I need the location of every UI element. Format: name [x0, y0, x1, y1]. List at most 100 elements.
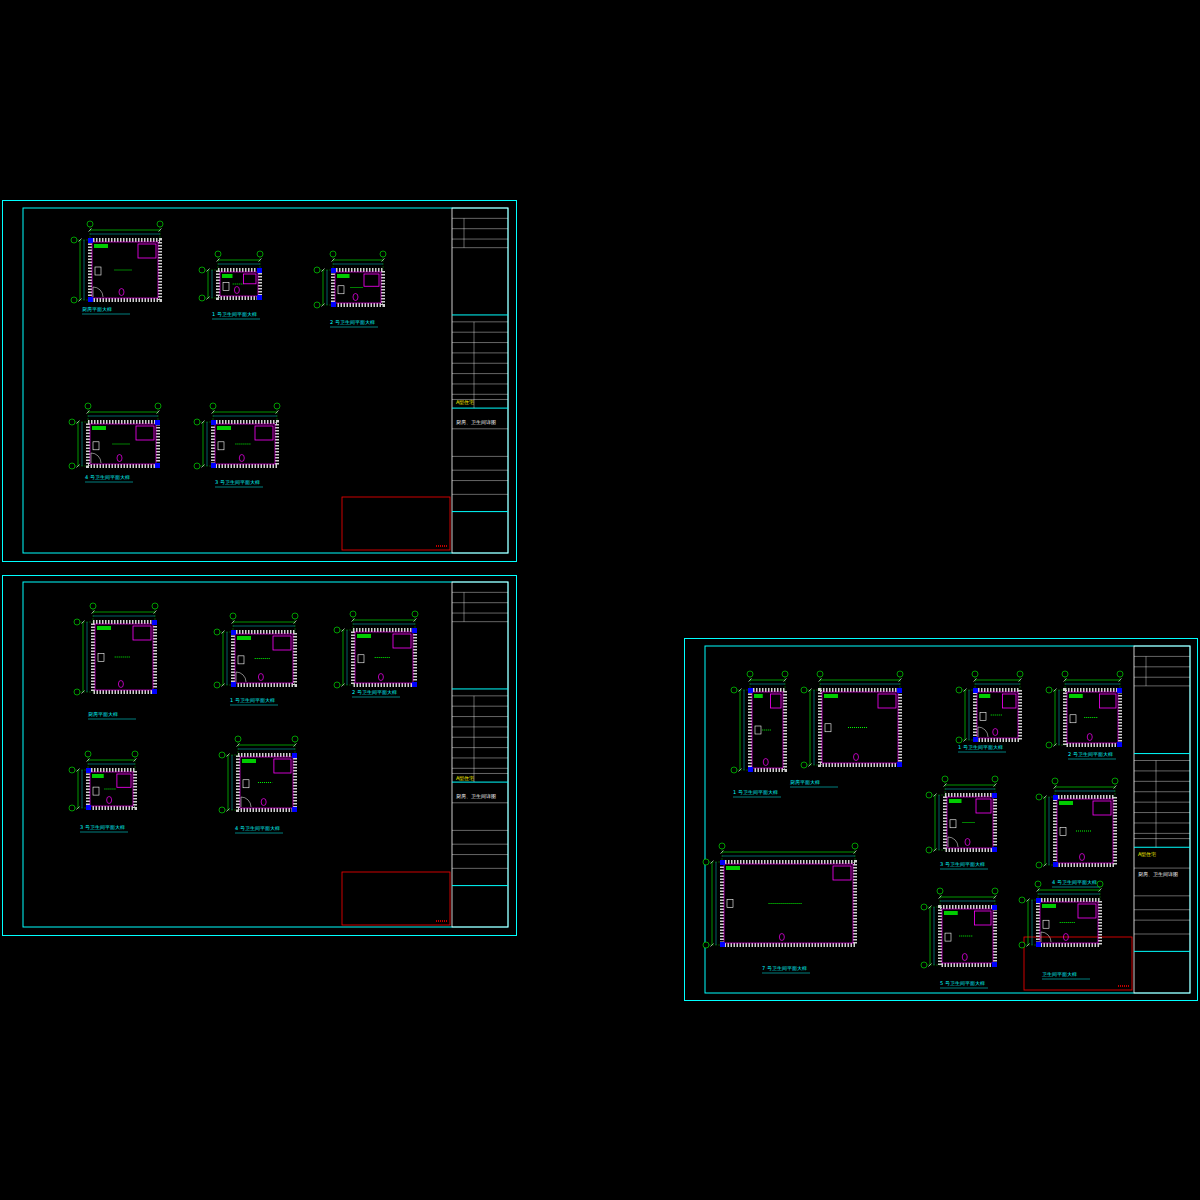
- wall: [1055, 797, 1115, 865]
- title-rule: [452, 747, 508, 748]
- basin: [727, 899, 733, 907]
- caption-underline: [88, 719, 136, 720]
- title-rule: [1134, 685, 1190, 686]
- basin: [95, 267, 101, 275]
- wall: [750, 690, 785, 770]
- axis-bubble: [219, 807, 225, 813]
- axis-bubble: [85, 751, 91, 757]
- plan-caption: 4 号卫生间平面大样: [85, 475, 130, 481]
- floor-plan: [71, 221, 163, 314]
- dimension-line: [820, 680, 900, 681]
- axis-bubble: [350, 611, 356, 617]
- counter: [726, 866, 740, 870]
- column: [748, 767, 753, 772]
- door-swing: [1041, 932, 1051, 942]
- title-rule: [1134, 847, 1190, 848]
- wall: [88, 422, 158, 466]
- slope-mark: [959, 935, 973, 936]
- bathtub: [393, 634, 411, 648]
- axis-bubble: [74, 689, 80, 695]
- dimension-line: [78, 422, 79, 466]
- bathtub: [1100, 694, 1117, 708]
- title-block-text: A型住宅: [456, 776, 474, 782]
- floor-plan: [314, 251, 386, 327]
- title-rule: [452, 321, 508, 322]
- title-rule: [452, 394, 508, 395]
- dimension-line: [1065, 680, 1120, 681]
- bathtub: [975, 911, 992, 925]
- axis-bubble: [412, 611, 418, 617]
- title-rule: [1134, 791, 1190, 792]
- toilet: [239, 455, 244, 462]
- floor-plan: [69, 751, 138, 832]
- floor-plan: [1036, 778, 1118, 887]
- axis-bubble: [852, 843, 858, 849]
- counter: [944, 911, 958, 915]
- dimension-line: [347, 630, 348, 685]
- bathtub: [274, 759, 291, 773]
- title-rule: [452, 352, 508, 353]
- title-rule: [452, 621, 508, 622]
- column: [211, 463, 216, 468]
- drawing-sheet: A型住宅厨房、卫生间详图: [2, 200, 517, 562]
- basin: [243, 780, 249, 788]
- axis-bubble: [703, 942, 709, 948]
- axis-bubble: [719, 843, 725, 849]
- title-rule: [474, 322, 475, 408]
- wall-line: [355, 632, 413, 683]
- axis-bubble: [897, 671, 903, 677]
- column: [86, 805, 91, 810]
- dimension-line: [820, 684, 900, 685]
- dimension-line: [810, 690, 811, 765]
- slope-mark: [848, 727, 868, 728]
- title-rule: [1134, 895, 1190, 896]
- axis-bubble: [972, 671, 978, 677]
- axis-bubble: [194, 419, 200, 425]
- title-rule: [452, 494, 508, 495]
- axis-bubble: [703, 859, 709, 865]
- column: [897, 688, 902, 693]
- axis-bubble: [921, 962, 927, 968]
- axis-bubble: [1035, 881, 1041, 887]
- title-rule: [452, 228, 508, 229]
- axis-bubble: [215, 251, 221, 257]
- column: [992, 905, 997, 910]
- title-block-text: A型住宅: [1138, 852, 1156, 858]
- door-swing: [978, 727, 988, 737]
- caption-underline: [230, 705, 278, 706]
- column: [88, 238, 93, 243]
- dimension-line: [934, 907, 935, 965]
- bathtub: [833, 866, 851, 880]
- column: [211, 420, 216, 425]
- column: [412, 628, 417, 633]
- dimension-line: [88, 764, 135, 765]
- plan-caption: 2 号卫生间平面大样: [1068, 752, 1113, 758]
- title-rule: [452, 332, 508, 333]
- column: [86, 768, 91, 773]
- wall-line: [220, 272, 258, 296]
- axis-bubble: [85, 403, 91, 409]
- title-rule: [452, 802, 508, 803]
- counter: [97, 626, 111, 630]
- dimension-line: [740, 690, 741, 770]
- dimension-line: [227, 632, 228, 685]
- floor-plan: [790, 671, 903, 787]
- title-rule: [1134, 656, 1190, 657]
- column: [231, 630, 236, 635]
- dimension-line: [1045, 797, 1046, 865]
- title-rule: [452, 844, 508, 845]
- title-rule: [1134, 677, 1190, 678]
- slope-mark: [235, 443, 251, 444]
- column: [1117, 742, 1122, 747]
- title-rule: [1134, 920, 1190, 921]
- column: [897, 762, 902, 767]
- counter: [1059, 801, 1073, 805]
- axis-bubble: [157, 221, 163, 227]
- dimension-line: [1038, 894, 1100, 895]
- toilet: [119, 289, 124, 296]
- dimension-line: [82, 422, 83, 466]
- plan-caption: 2 号卫生间平面大样: [352, 690, 397, 696]
- sheet-frame: [23, 582, 508, 927]
- wall-line: [92, 242, 158, 298]
- dimension-line: [333, 264, 383, 265]
